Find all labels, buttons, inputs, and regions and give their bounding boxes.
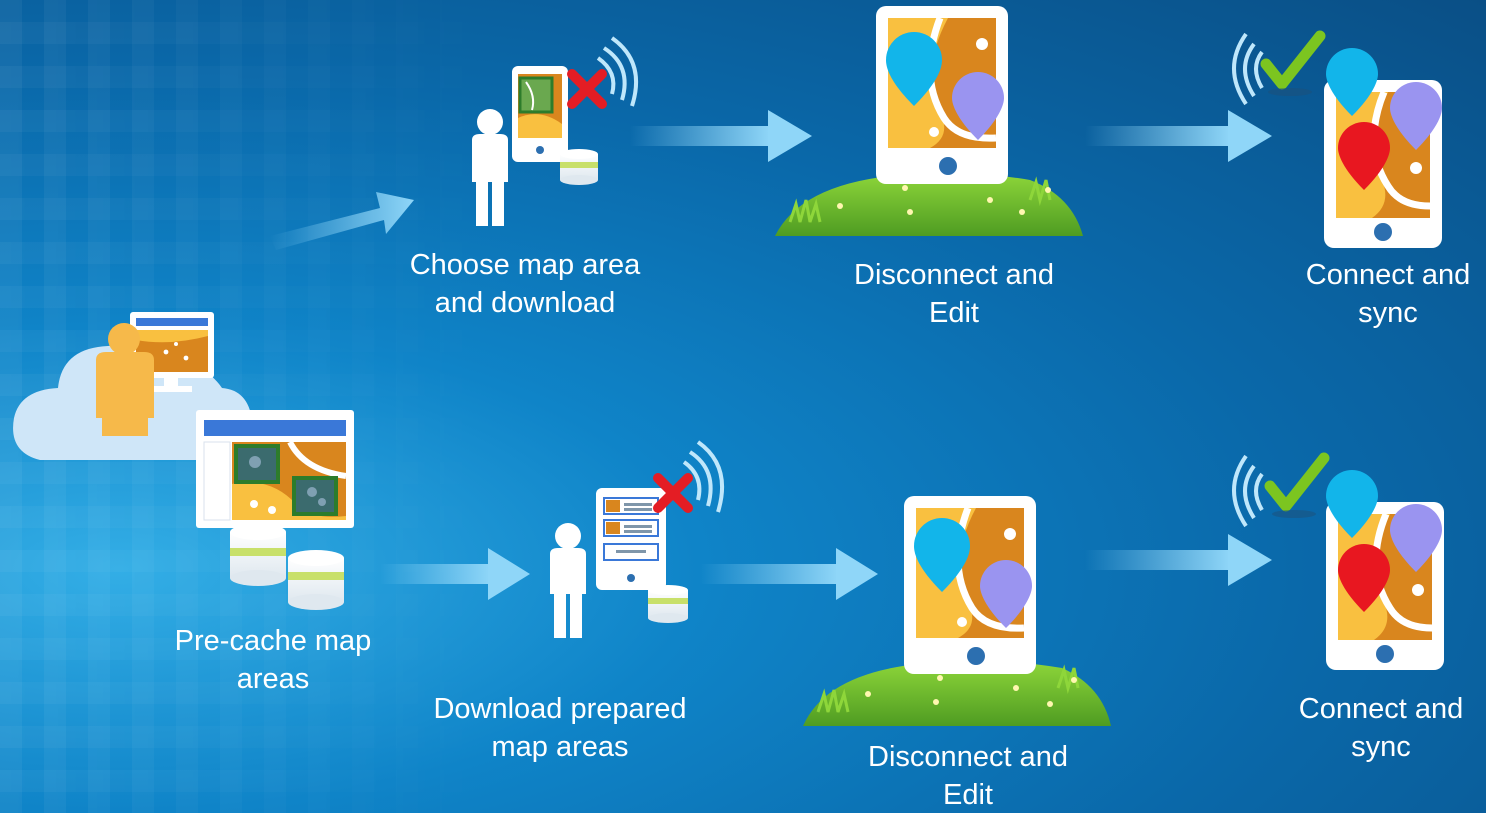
grass-icon [775,172,1083,236]
label-disconnect-edit-top: Disconnect and Edit [854,259,1054,329]
map-pin-icon [914,518,970,592]
database-icon [288,550,344,610]
x-mark-icon [567,69,607,109]
desktop-icon [196,410,354,528]
database-icon [230,524,286,586]
database-icon [560,149,598,185]
wifi-icon [596,36,639,107]
label-connect-sync-bottom: Connect and sync [1298,693,1464,763]
x-mark-icon [653,473,693,513]
wifi-icon [682,440,725,513]
tablet-icon [596,488,666,590]
tablet-icon [512,66,568,162]
arrow-right-icon [700,548,878,600]
map-pin-icon [980,560,1032,628]
map-pin-icon [1338,122,1390,190]
person-icon [550,523,586,638]
map-pin-icon [1326,470,1378,538]
arrow-right-icon [380,548,530,600]
label-download-prepared: Download prepared map areas [433,693,687,763]
label-connect-sync-top: Connect and sync [1305,259,1471,329]
arrow-right-icon [630,110,812,162]
wifi-icon [1232,32,1264,106]
map-pin-icon [1390,504,1442,572]
wifi-icon [1232,454,1264,528]
map-pin-icon [886,32,942,106]
grass-icon [803,660,1111,726]
arrow-right-icon [1085,110,1272,162]
arrow-right-icon [1085,534,1272,586]
label-choose-map-area: Choose map area and download [409,249,641,319]
database-icon [648,585,688,623]
label-pre-cache-map-areas: Pre-cache map areas [174,625,372,695]
map-pin-icon [952,72,1004,140]
label-disconnect-edit-bottom: Disconnect and Edit [868,741,1068,811]
arrow-right-icon [270,192,414,250]
check-mark-icon [1264,452,1330,518]
map-pin-icon [1390,82,1442,150]
map-pin-icon [1338,544,1390,612]
check-mark-icon [1260,30,1326,96]
map-pin-icon [1326,48,1378,116]
person-icon [96,323,154,436]
person-icon [472,109,508,226]
